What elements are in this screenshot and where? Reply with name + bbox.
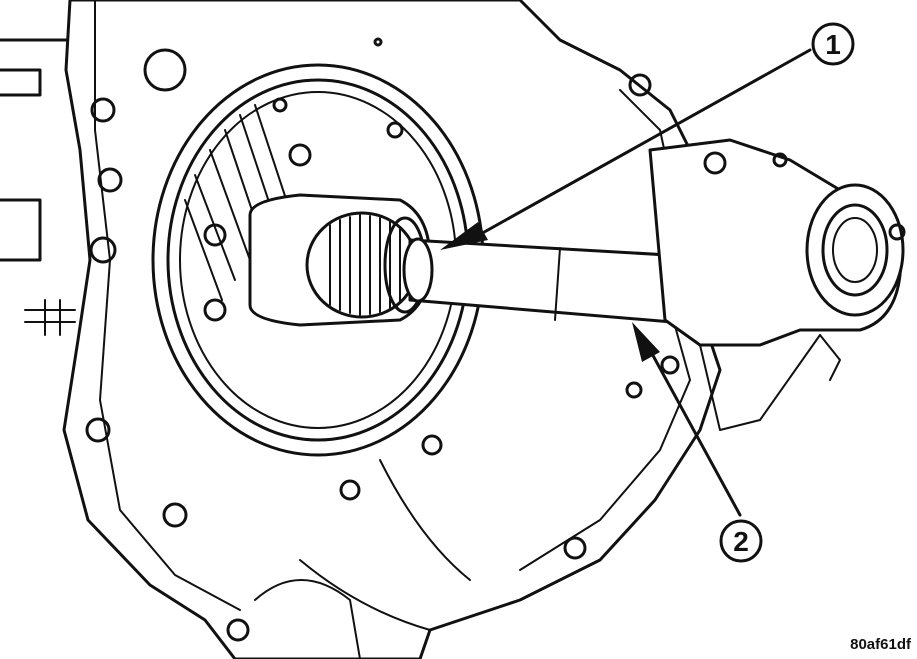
figure-code: 80af61df [850, 636, 911, 653]
callout-1: 1 [440, 22, 855, 250]
output-shaft [248, 193, 432, 327]
callout-2-label: 2 [733, 526, 749, 557]
callout-1-label: 1 [825, 29, 841, 60]
extension-housing [648, 138, 906, 431]
callout-2-circle [719, 519, 763, 563]
callout-1-circle [811, 22, 855, 66]
callout-1-leader [468, 48, 812, 242]
callout-2-leader [648, 348, 742, 517]
callout-2-arrowhead [632, 322, 660, 362]
callout-2: 2 [632, 322, 763, 563]
callout-1-arrowhead [440, 222, 488, 250]
engine-block-edge [0, 0, 76, 336]
